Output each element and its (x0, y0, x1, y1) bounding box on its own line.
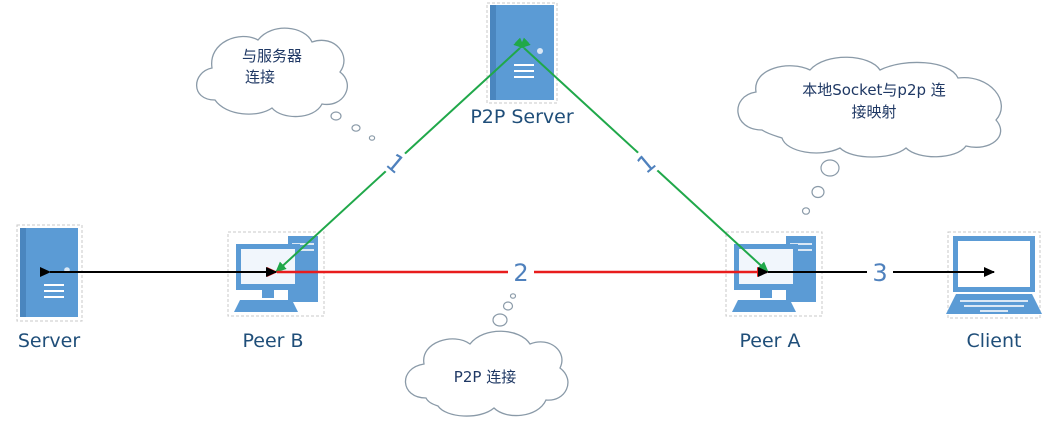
cloud-p2p-connect: P2P 连接 (404, 293, 569, 417)
peer-a-label: Peer A (739, 330, 800, 352)
step-2-label: 2 (513, 259, 528, 287)
thought-bubble-dot (492, 313, 508, 327)
cloud-p2p-connect-line1: P2P 连接 (454, 368, 516, 386)
step-3-label: 3 (872, 259, 887, 287)
client-laptop-icon (946, 231, 1042, 319)
thought-bubble-dot (368, 135, 376, 141)
cloud-socket-mapping: 本地Socket与p2p 连 接映射 (737, 56, 1002, 215)
cloud-socket-mapping-line1: 本地Socket与p2p 连 (802, 81, 946, 99)
peer-b-computer-icon (227, 231, 325, 317)
server-label: Server (18, 330, 80, 352)
cloud-server-connect: 与服务器 连接 (196, 27, 376, 141)
thought-bubble-dot (509, 293, 517, 299)
cloud-server-connect-line1: 与服务器 (242, 47, 302, 65)
thought-bubble-dot (820, 159, 840, 177)
p2p-server-icon (486, 2, 558, 104)
peer-a-computer-icon (725, 231, 823, 317)
cloud-socket-mapping-line2: 接映射 (851, 103, 896, 121)
p2p-server-label: P2P Server (470, 106, 574, 128)
thought-bubble-dot (351, 124, 361, 132)
peer-b-label: Peer B (242, 330, 303, 352)
cloud-server-connect-line2: 连接 (245, 68, 275, 86)
thought-bubble-dot (502, 301, 514, 311)
thought-bubble-dot (801, 207, 811, 215)
thought-bubble-dot (330, 111, 342, 121)
thought-bubble-dot (811, 185, 825, 199)
client-label: Client (966, 330, 1021, 352)
